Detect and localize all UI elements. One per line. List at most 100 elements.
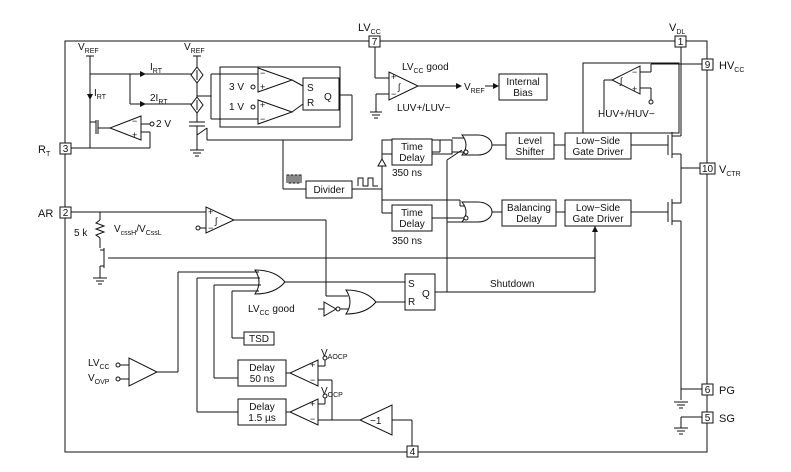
svg-text:VOVP: VOVP <box>88 373 110 386</box>
svg-text:TSD: TSD <box>249 334 269 345</box>
aocp-comparator <box>288 359 319 387</box>
svg-text:S: S <box>307 83 314 94</box>
tsd-block <box>243 331 275 346</box>
pin-6: 6 <box>701 383 714 396</box>
svg-text:+: + <box>260 100 265 110</box>
svg-text:Low−Side: Low−Side <box>576 136 621 147</box>
svg-text:Bias: Bias <box>513 88 532 99</box>
svg-text:R: R <box>307 98 314 109</box>
svg-text:VREF: VREF <box>464 82 485 95</box>
ocp-comparator <box>288 398 319 426</box>
pin-4: 4 <box>406 445 419 458</box>
sr-latch-shutdown <box>404 273 436 311</box>
svg-text:2 V: 2 V <box>156 119 171 130</box>
and-gate-1 <box>460 134 493 156</box>
low-side-gate-driver <box>564 199 632 227</box>
svg-text:−: − <box>208 223 213 233</box>
svg-text:−: − <box>310 375 315 385</box>
balancing-delay-block <box>501 199 557 227</box>
svg-text:+: + <box>260 82 265 92</box>
svg-text:Delay: Delay <box>249 402 275 413</box>
label-vctr: VCTR <box>719 164 741 178</box>
svg-text:9: 9 <box>705 60 711 71</box>
ovp-comparator <box>128 357 159 387</box>
label-ar: AR <box>38 208 53 220</box>
svg-text:IRT: IRT <box>94 88 107 101</box>
svg-text:Shutdown: Shutdown <box>490 279 534 290</box>
svg-text:−: − <box>260 68 265 78</box>
svg-text:LVCC: LVCC <box>88 358 110 371</box>
svg-text:+: + <box>208 207 213 217</box>
svg-text:1: 1 <box>678 37 684 48</box>
label-hvcc: HVCC <box>719 60 744 74</box>
inverter <box>323 301 337 317</box>
comparator-3v <box>257 67 294 93</box>
and-gate-2 <box>460 201 493 223</box>
svg-text:2IRT: 2IRT <box>150 93 168 106</box>
svg-text:Time: Time <box>401 142 423 153</box>
svg-text:−1: −1 <box>370 416 382 427</box>
opamp-2v <box>108 115 142 141</box>
svg-text:Delay: Delay <box>249 363 275 374</box>
svg-text:Delay: Delay <box>399 219 425 230</box>
luv-comparator <box>388 71 420 101</box>
high-side-gate-driver <box>564 132 632 160</box>
svg-text:−: − <box>310 414 315 424</box>
svg-text:IRT: IRT <box>150 62 163 75</box>
svg-text:−: − <box>391 89 396 99</box>
svg-text:7: 7 <box>372 37 378 48</box>
time-delay-1 <box>391 138 433 166</box>
svg-text:Delay: Delay <box>516 214 542 225</box>
svg-text:Internal: Internal <box>506 77 539 88</box>
svg-text:1 V: 1 V <box>229 102 244 113</box>
chip-outline <box>64 40 708 453</box>
svg-text:HUV+/HUV−: HUV+/HUV− <box>598 109 655 120</box>
label-vref-right: VREF <box>184 42 205 55</box>
svg-text:LUV+/LUV−: LUV+/LUV− <box>397 103 451 114</box>
svg-text:2: 2 <box>63 208 69 219</box>
svg-text:5: 5 <box>705 413 711 424</box>
pin-7: 7 <box>368 35 381 48</box>
label-vdl: VDL <box>669 22 685 36</box>
svg-text:+: + <box>632 84 637 94</box>
svg-text:Time: Time <box>401 208 423 219</box>
svg-text:Divider: Divider <box>313 185 345 196</box>
svg-text:3 V: 3 V <box>229 82 244 93</box>
pin-3: 3 <box>59 142 72 155</box>
svg-text:S: S <box>408 279 415 290</box>
label-sg: SG <box>719 413 735 425</box>
svg-text:∫: ∫ <box>397 82 402 92</box>
svg-text:−: − <box>260 114 265 124</box>
huv-comparator <box>610 65 641 95</box>
svg-text:Gate Driver: Gate Driver <box>572 147 624 158</box>
label-vref-left: VREF <box>78 42 99 55</box>
svg-text:Delay: Delay <box>399 153 425 164</box>
comparator-1v <box>257 99 294 125</box>
svg-text:Shifter: Shifter <box>516 147 546 158</box>
svg-text:3: 3 <box>63 144 69 155</box>
svg-text:Q: Q <box>324 92 332 103</box>
svg-text:VcssH/VCssL: VcssH/VCssL <box>114 224 162 237</box>
svg-text:Gate Driver: Gate Driver <box>572 214 624 225</box>
svg-text:+: + <box>310 360 315 370</box>
pin-5: 5 <box>701 411 714 424</box>
svg-text:10: 10 <box>702 164 714 175</box>
pin-1: 1 <box>674 35 687 48</box>
svg-text:+: + <box>391 72 396 82</box>
label-lvcc-pin: LVCC <box>358 22 381 36</box>
svg-text:Low−Side: Low−Side <box>576 203 621 214</box>
label-rt: RT <box>38 144 51 158</box>
svg-text:−: − <box>132 116 137 126</box>
label-pg: PG <box>719 385 735 397</box>
internal-bias-block <box>498 73 548 101</box>
svg-text:350 ns: 350 ns <box>392 236 422 247</box>
svg-text:+: + <box>310 399 315 409</box>
svg-text:6: 6 <box>705 385 711 396</box>
pin-9: 9 <box>701 58 714 71</box>
svg-text:VAOCP: VAOCP <box>321 348 348 361</box>
svg-text:∫: ∫ <box>619 76 624 86</box>
svg-text:R: R <box>408 297 415 308</box>
svg-text:1.5 µs: 1.5 µs <box>248 413 275 424</box>
svg-text:5 k: 5 k <box>74 228 88 239</box>
